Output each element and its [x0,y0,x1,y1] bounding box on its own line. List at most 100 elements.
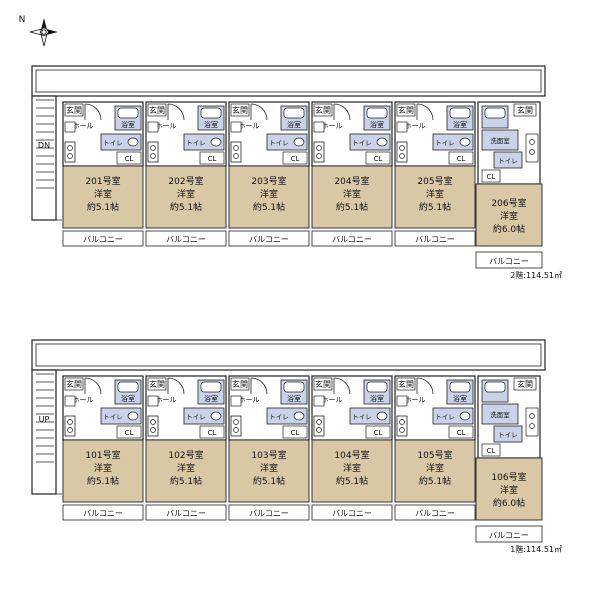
western-room [311,439,393,503]
balcony-box [311,504,393,521]
stove-burner-icon [529,149,535,155]
stove-burner-icon [150,145,156,151]
entrance-box [64,103,84,117]
western-room [394,439,476,503]
balcony-label: バルコニー [249,235,289,244]
sink-icon [396,121,408,133]
room-number-label: 204号室 [334,175,369,187]
kitchen-counter [230,415,242,437]
toilet-label: トイレ [103,139,123,147]
balcony-label: バルコニー [489,531,529,540]
stove-burner-icon [67,419,73,425]
unit-103号室: 玄関ホール浴室トイレCL103号室洋室約5.1帖バルコニー [228,375,310,521]
balcony-box [145,504,227,521]
closet-label: CL [487,173,496,181]
balcony-label: バルコニー [489,257,529,266]
bathtub-icon [283,107,305,119]
unit-205号室: 玄関ホール浴室トイレCL205号室洋室約5.1帖バルコニー [394,101,476,247]
closet-box [116,425,142,439]
entrance-label: 玄関 [232,379,248,389]
bath-label: 浴室 [121,120,135,129]
bathtub-icon [484,107,506,119]
hall-label: ホール [156,122,177,130]
toilet-label: トイレ [186,139,206,147]
washroom [481,403,519,425]
unit-202号室: 玄関ホール浴室トイレCL202号室洋室約5.1帖バルコニー [145,101,227,247]
closet-label: CL [374,155,383,163]
toilet-icon [459,411,471,421]
western-room [145,165,227,229]
corridor-outline [31,339,546,371]
compass-needle-west [29,28,43,36]
closet-box [481,443,501,457]
western-room [62,439,144,503]
kitchen-counter [230,141,242,163]
western-room [228,165,310,229]
entrance-box [313,103,333,117]
closet-box [282,425,308,439]
balcony-box [145,230,227,247]
toilet-icon [293,137,305,147]
western-room [475,183,543,247]
room-size-label: 約5.1帖 [419,201,451,213]
closet-label: CL [457,155,466,163]
closet-label: CL [457,429,466,437]
door-swing [84,377,102,395]
kitchen-counter [396,141,408,163]
stove-burner-icon [233,419,239,425]
closet-box [365,151,391,165]
closet-label: CL [487,447,496,455]
door-swing [333,103,351,121]
balcony-label: バルコニー [83,509,123,518]
toilet-label: トイレ [435,413,455,421]
door-swing [333,377,351,395]
toilet-label: トイレ [103,413,123,421]
kitchen-counter [313,415,325,437]
balcony-label: バルコニー [249,509,289,518]
room-number-label: 102号室 [168,449,203,461]
room-number-label: 202号室 [168,175,203,187]
bath-label: 浴室 [204,120,218,129]
western-room [145,439,227,503]
room-number-label: 103号室 [251,449,286,461]
floor-area-label: 2階:114.51㎡ [510,270,562,280]
stove-burner-icon [150,419,156,425]
compass-needle-north [41,18,47,30]
entrance-label: 玄関 [398,105,414,115]
floor-area-label: 1階:114.51㎡ [510,544,562,554]
sink-icon [313,395,325,407]
closet-box [481,169,501,183]
room-size-label: 約6.0帖 [493,223,525,235]
room-type-label: 洋室 [500,210,518,222]
room-size-label: 約5.1帖 [87,475,119,487]
entrance-label: 玄関 [66,379,82,389]
toilet-icon [293,411,305,421]
room-size-label: 約5.1帖 [419,475,451,487]
kitchen-counter [525,133,539,163]
balcony-label: バルコニー [332,235,372,244]
room-type-label: 洋室 [260,462,278,474]
entrance-label: 玄関 [315,379,331,389]
balcony-box [394,504,476,521]
room-type-label: 洋室 [177,188,195,200]
stair-direction-label: UP [39,415,50,424]
room-size-label: 約5.1帖 [170,475,202,487]
room-type-label: 洋室 [500,484,518,496]
sink-icon [230,121,242,133]
room-number-label: 105号室 [417,449,452,461]
balcony-label: バルコニー [415,235,455,244]
closet-box [199,425,225,439]
bathtub-icon [366,381,388,393]
bathtub-icon [283,381,305,393]
stove-burner-icon [67,427,73,433]
hall-label: ホール [405,122,426,130]
room-number-label: 104号室 [334,449,369,461]
balcony-box [228,230,310,247]
stove-burner-icon [233,153,239,159]
toilet-label: トイレ [352,413,372,421]
stove-burner-icon [316,427,322,433]
stove-burner-icon [399,145,405,151]
entrance-box [513,103,537,117]
